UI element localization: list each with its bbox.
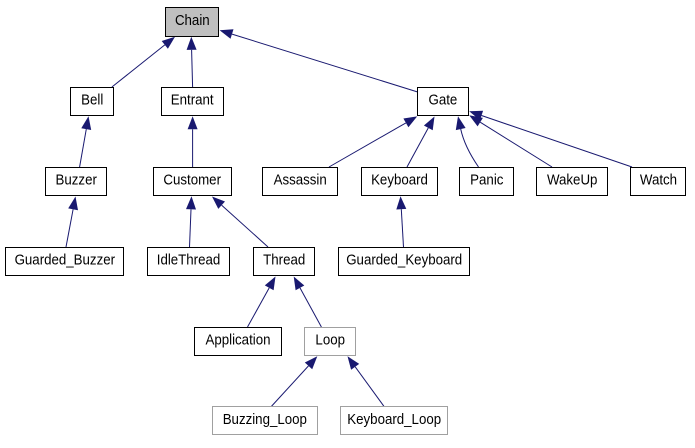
svg-text:Thread: Thread	[263, 251, 305, 268]
svg-text:Keyboard_Loop: Keyboard_Loop	[347, 410, 441, 427]
svg-text:WakeUp: WakeUp	[547, 171, 598, 188]
svg-text:Chain: Chain	[175, 11, 210, 28]
svg-text:Entrant: Entrant	[171, 91, 214, 108]
svg-text:Gate: Gate	[428, 91, 457, 108]
svg-text:Guarded_Buzzer: Guarded_Buzzer	[15, 251, 116, 268]
svg-text:Watch: Watch	[640, 171, 677, 188]
svg-text:Buzzer: Buzzer	[56, 171, 98, 188]
svg-text:Keyboard: Keyboard	[371, 171, 428, 188]
svg-text:Loop: Loop	[315, 331, 345, 348]
svg-text:Assassin: Assassin	[274, 171, 327, 188]
svg-text:Guarded_Keyboard: Guarded_Keyboard	[346, 251, 462, 268]
svg-text:Customer: Customer	[163, 171, 221, 188]
svg-text:Application: Application	[205, 331, 270, 348]
svg-text:Panic: Panic	[470, 171, 503, 188]
svg-text:Bell: Bell	[81, 91, 103, 108]
svg-text:Buzzing_Loop: Buzzing_Loop	[223, 410, 308, 427]
svg-text:IdleThread: IdleThread	[157, 251, 221, 268]
